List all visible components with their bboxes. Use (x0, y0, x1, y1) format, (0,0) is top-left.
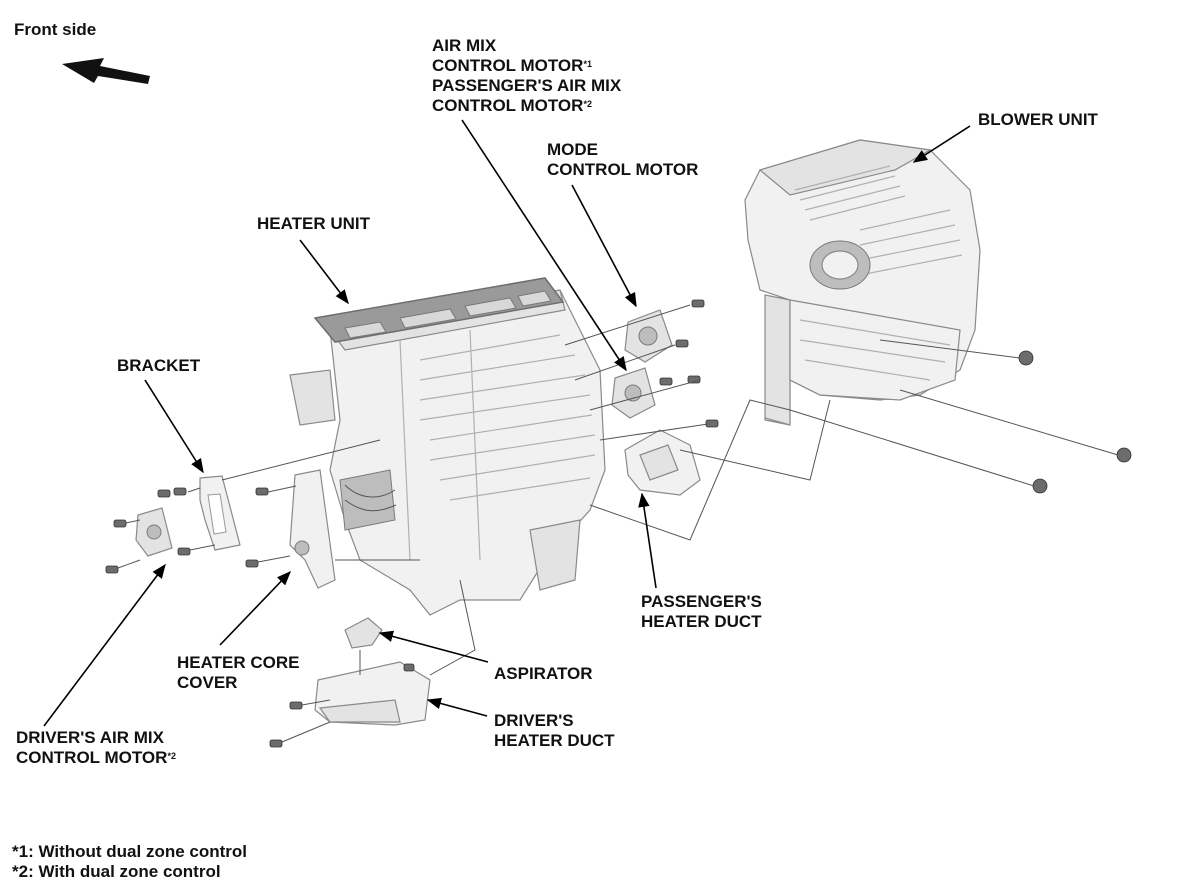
bolt (177, 547, 191, 556)
footnote-ref-1: *1 (583, 59, 592, 69)
air-mix-line1: AIR MIX (432, 36, 497, 55)
leader-heater-unit (299, 239, 349, 305)
footnote-2: *2: With dual zone control (12, 862, 221, 881)
air-mix-line4-text: CONTROL MOTOR (432, 96, 584, 115)
drivers-heater-duct-part (314, 661, 431, 726)
leader-blower-unit (912, 125, 971, 163)
leader-driver-motor (43, 563, 166, 727)
drivers-air-mix-control-motor-part (135, 507, 173, 557)
bolt (245, 559, 259, 568)
leader-bracket (144, 379, 204, 474)
drivers-air-mix-control-motor-label: DRIVER'S AIR MIX CONTROL MOTOR*2 (16, 728, 176, 768)
bolt (1116, 447, 1132, 463)
heater-unit-label: HEATER UNIT (257, 214, 371, 233)
driver-duct-line2: HEATER DUCT (494, 731, 615, 750)
leader-aspirator (378, 630, 489, 663)
mode-control-motor-part (624, 309, 673, 363)
bolt (675, 339, 689, 348)
air-mix-line3: PASSENGER'S AIR MIX (432, 76, 622, 95)
arrow-left-icon (62, 58, 150, 84)
driver-motor-line1: DRIVER'S AIR MIX (16, 728, 164, 747)
heater-core-cover-label: HEATER CORE COVER (177, 653, 299, 693)
air-mix-line2: CONTROL MOTOR*1 (432, 56, 621, 76)
drivers-heater-duct-label: DRIVER'S HEATER DUCT (494, 711, 615, 751)
leader-heater-core-cover (219, 570, 291, 646)
heater-unit-part (289, 277, 606, 616)
footnote-ref-2: *2 (583, 99, 592, 109)
blower-unit-label: BLOWER UNIT (978, 110, 1098, 129)
bolt (173, 487, 187, 496)
leader-driver-duct (426, 697, 488, 717)
driver-duct-line1: DRIVER'S (494, 711, 574, 730)
heater-core-cover-line1: HEATER CORE (177, 653, 300, 672)
bolt (705, 419, 719, 428)
passengers-heater-duct-label: PASSENGER'S HEATER DUCT (641, 592, 762, 632)
bolt (157, 489, 171, 498)
footnote-ref-2b: *2 (167, 751, 176, 761)
bracket-label: BRACKET (117, 356, 201, 375)
bolts (105, 299, 1132, 748)
passenger-duct-line2: HEATER DUCT (641, 612, 762, 631)
bolt (289, 701, 303, 710)
alignment-lines (117, 304, 1119, 743)
aspirator-label: ASPIRATOR (494, 664, 593, 683)
leader-air-mix (461, 119, 627, 372)
heater-core-cover-part (289, 469, 336, 589)
air-mix-control-motor-label: AIR MIX CONTROL MOTOR*1 PASSENGER'S AIR … (432, 36, 621, 116)
passengers-heater-duct-part (624, 429, 701, 496)
bolt (659, 377, 673, 386)
air-mix-line2-text: CONTROL MOTOR (432, 56, 584, 75)
front-side-label: Front side (14, 20, 97, 39)
bolt (269, 739, 283, 748)
air-mix-control-motor-part (611, 367, 656, 419)
bolt (105, 565, 119, 574)
air-mix-line4: CONTROL MOTOR*2 (432, 96, 621, 116)
passenger-duct-line1: PASSENGER'S (641, 592, 762, 611)
bolt (113, 519, 127, 528)
bolt (691, 299, 705, 308)
heater-core-cover-line2: COVER (177, 673, 238, 692)
leader-passenger-duct (638, 492, 657, 589)
footnote-1: *1: Without dual zone control (12, 842, 247, 861)
driver-motor-line2-text: CONTROL MOTOR (16, 748, 168, 767)
driver-motor-line2: CONTROL MOTOR*2 (16, 748, 176, 768)
aspirator-part (344, 617, 383, 649)
bolt (1018, 350, 1034, 366)
leader-lines (43, 119, 971, 727)
bolt (255, 487, 269, 496)
blower-unit-part (744, 139, 981, 426)
mode-motor-line2: CONTROL MOTOR (547, 160, 699, 179)
bolt (403, 663, 415, 672)
mode-motor-line1: MODE (547, 140, 598, 159)
leader-mode-motor (571, 184, 637, 308)
bolt (1032, 478, 1048, 494)
bracket-part (199, 475, 241, 551)
mode-control-motor-label: MODE CONTROL MOTOR (547, 140, 698, 180)
